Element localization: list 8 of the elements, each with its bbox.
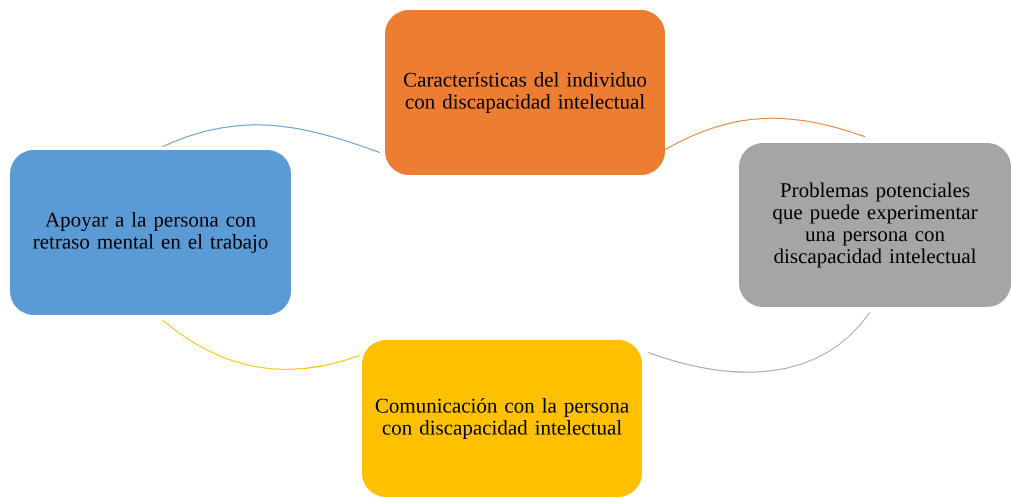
process-box: Comunicación con la persona con discapacidad intelectual [362, 340, 642, 497]
connector-arc [162, 124, 381, 153]
process-box: Problemas potenciales que puede experimentar una persona con discapacidad intelectual [739, 143, 1011, 307]
connector-arc [647, 311, 871, 373]
process-box: Características del individuo con discapacidad intelectual [385, 10, 665, 175]
process-box: Apoyar a la persona con retraso mental en el trabajo [10, 150, 291, 315]
connector-arc [162, 319, 361, 370]
connector-arc [664, 117, 866, 150]
